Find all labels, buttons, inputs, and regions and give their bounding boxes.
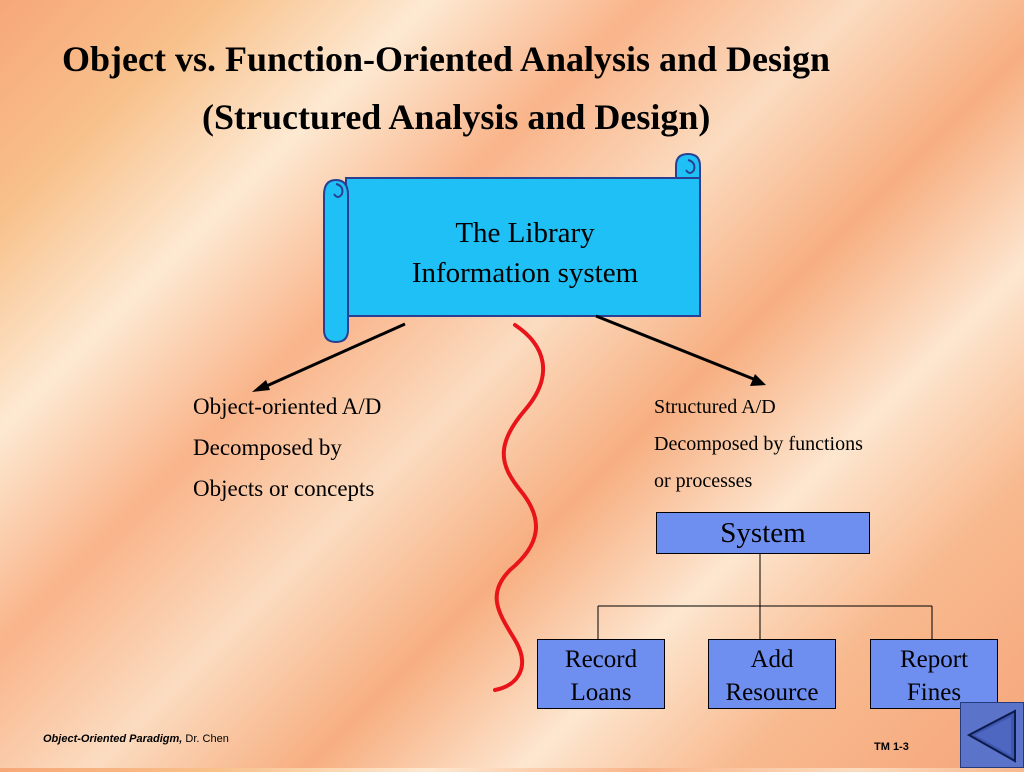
oo-line-1: Object-oriented A/D — [193, 394, 382, 419]
structured-line-1: Structured A/D — [654, 396, 776, 418]
oo-line-2: Decomposed by — [193, 435, 342, 460]
add-resource-line2: Resource — [725, 679, 819, 706]
scroll-right-roll — [675, 152, 701, 179]
structured-line-2: Decomposed by functions — [654, 433, 863, 455]
structured-line-3: or processes — [654, 470, 753, 492]
add-resource-line1: Add — [750, 646, 794, 673]
scroll-label-line2: Information system — [411, 257, 639, 289]
oo-line-3: Objects or concepts — [193, 476, 375, 501]
footer-course: Object-Oriented Paradigm, Dr. Chen — [43, 733, 229, 745]
scroll-label-line1: The Library — [455, 217, 595, 249]
structured-text: Structured A/D Decomposed by functions o… — [654, 389, 863, 500]
tree-node-add-resource: Add Resource — [708, 639, 836, 709]
tree-connectors — [597, 554, 933, 639]
footer-author: Dr. Chen — [182, 733, 229, 745]
tree-root-system: System — [656, 512, 870, 554]
wavy-divider — [493, 323, 545, 692]
report-fines-line1: Report — [899, 646, 969, 673]
footer-course-name: Object-Oriented Paradigm, — [43, 733, 183, 745]
back-nav-button[interactable] — [960, 702, 1024, 768]
scroll-right-curl — [685, 159, 696, 174]
report-fines-line2: Fines — [906, 679, 962, 706]
scroll-label: The Library Information system — [360, 213, 690, 293]
object-oriented-text: Object-oriented A/D Decomposed by Object… — [193, 386, 381, 509]
arrow-to-structured — [595, 314, 766, 386]
tree-node-record-loans: Record Loans — [537, 639, 665, 709]
scroll-left-curl — [333, 183, 344, 198]
record-loans-line2: Loans — [570, 679, 632, 706]
record-loans-line1: Record — [564, 646, 638, 673]
arrow-to-oo — [252, 322, 406, 392]
slide-title-line1: Object vs. Function-Oriented Analysis an… — [62, 39, 831, 79]
slide-title-line2: (Structured Analysis and Design) — [202, 97, 711, 137]
scroll-banner — [323, 152, 701, 344]
scroll-left-roll — [323, 178, 349, 344]
slide-number: TM 1-3 — [874, 741, 909, 753]
back-triangle-icon — [966, 709, 1016, 763]
tree-node-report-fines: Report Fines — [870, 639, 998, 709]
